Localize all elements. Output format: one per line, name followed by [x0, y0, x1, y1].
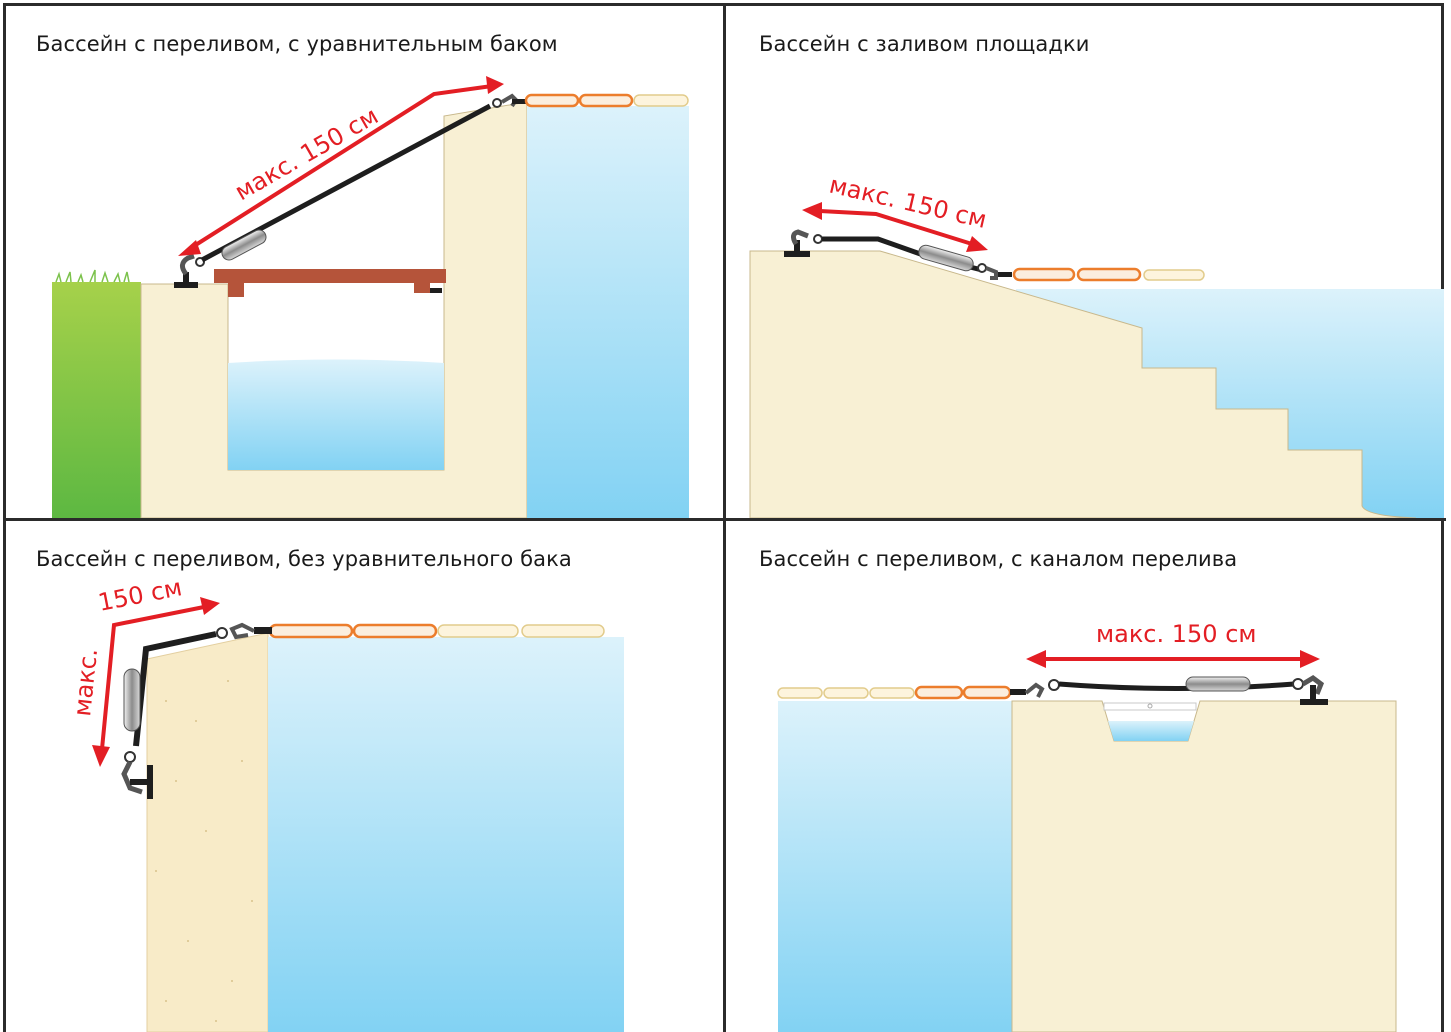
panel-title: Бассейн с переливом, без уравнительного … — [36, 547, 572, 571]
snap-hook — [790, 229, 809, 246]
float-active — [578, 93, 634, 108]
float-active — [352, 623, 438, 639]
length-arrow — [819, 209, 973, 246]
float-inactive — [437, 624, 519, 638]
rope-end — [998, 272, 1012, 277]
grass — [52, 282, 141, 518]
overflow-tank-diagram: макс. 150 см — [52, 76, 689, 518]
float-inactive — [823, 687, 869, 699]
length-arrow — [100, 605, 205, 750]
deck-support — [228, 283, 244, 297]
float-active — [1076, 267, 1142, 282]
arrow-head — [486, 76, 504, 94]
arrow-head — [802, 202, 822, 220]
float-active — [1012, 267, 1076, 282]
length-label: макс. 150 см — [1096, 620, 1257, 648]
overflow-no-tank-diagram: 150 см макс. — [68, 573, 624, 1032]
float-inactive — [1143, 269, 1205, 281]
concrete-deck — [1011, 700, 1397, 1032]
float-active — [914, 685, 964, 700]
pool-water — [527, 106, 689, 518]
arrow-head — [1026, 650, 1046, 668]
cable — [1058, 681, 1295, 691]
rope-end — [512, 99, 526, 104]
length-label-top: 150 см — [96, 573, 185, 617]
float-active — [524, 93, 580, 108]
length-arrow — [192, 84, 493, 248]
arrow-head — [966, 236, 988, 252]
snap-hook — [180, 253, 195, 276]
float-inactive — [869, 687, 915, 699]
snap-hook — [1024, 682, 1045, 698]
snap-hook — [1301, 674, 1325, 695]
length-label-side: макс. — [68, 647, 103, 718]
anchor-post — [183, 272, 189, 284]
turnbuckle — [918, 244, 974, 272]
anchor-plate — [1300, 699, 1328, 705]
anchor-plate — [784, 251, 810, 257]
panel-title: Бассейн с переливом, с каналом перелива — [759, 547, 1238, 571]
panel-overflow-with-tank: Бассейн с переливом, с уравнительным бак… — [6, 6, 723, 518]
panel-overflow-no-tank: Бассейн с переливом, без уравнительного … — [6, 521, 723, 1032]
turnbuckle — [123, 668, 141, 732]
rope-end — [254, 627, 272, 634]
anchor-post — [1310, 685, 1316, 701]
panel-title: Бассейн с переливом, с уравнительным бак… — [36, 32, 558, 56]
concrete-wall — [146, 632, 269, 1032]
ring — [124, 751, 136, 763]
deck-flooding-diagram: макс. 150 см — [749, 171, 1444, 518]
ring — [1292, 678, 1304, 690]
overflow-channel-diagram: макс. 150 см — [777, 620, 1397, 1032]
panel-overflow-channel: Бассейн с переливом, с каналом перелива — [726, 521, 1444, 1032]
grass-blades — [55, 269, 130, 283]
arrow-head — [1300, 650, 1320, 668]
float-inactive — [777, 687, 823, 699]
turnbuckle — [221, 229, 267, 261]
concrete-texture — [155, 680, 253, 1022]
anchor-post — [794, 240, 800, 252]
deck-support — [414, 283, 430, 293]
anchor-plate — [174, 282, 198, 288]
deck-clip — [430, 288, 442, 293]
panel-deck-flooding: Бассейн с заливом площадки — [726, 6, 1444, 518]
anchor-post — [130, 779, 150, 785]
channel-grate — [1103, 702, 1197, 711]
balance-tank-water — [228, 359, 444, 470]
float-inactive — [521, 624, 605, 638]
turnbuckle — [1185, 676, 1251, 692]
ring — [813, 234, 823, 244]
panel-title: Бассейн с заливом площадки — [759, 32, 1090, 56]
float-inactive — [633, 94, 689, 107]
arrow-head — [92, 745, 110, 767]
snap-hook — [229, 622, 255, 640]
deck-board — [214, 269, 446, 283]
pool-water — [268, 637, 624, 1032]
rope-end — [1010, 689, 1026, 695]
float-active — [268, 623, 354, 639]
grate-screw — [1147, 703, 1153, 709]
float-active — [962, 685, 1012, 700]
arrow-head — [178, 240, 201, 256]
ring — [977, 263, 987, 273]
ring — [492, 98, 502, 108]
snap-hook — [121, 760, 143, 795]
ring — [1048, 679, 1060, 691]
concrete-steps — [749, 250, 1417, 518]
length-label: макс. 150 см — [230, 102, 383, 206]
pool-water — [778, 701, 1012, 1032]
snap-hook — [985, 266, 998, 280]
ring — [216, 627, 228, 639]
concrete-wall — [140, 101, 528, 518]
arrow-head — [200, 597, 220, 615]
vertical-divider — [723, 3, 726, 1032]
overflow-channel-water — [1108, 721, 1194, 741]
